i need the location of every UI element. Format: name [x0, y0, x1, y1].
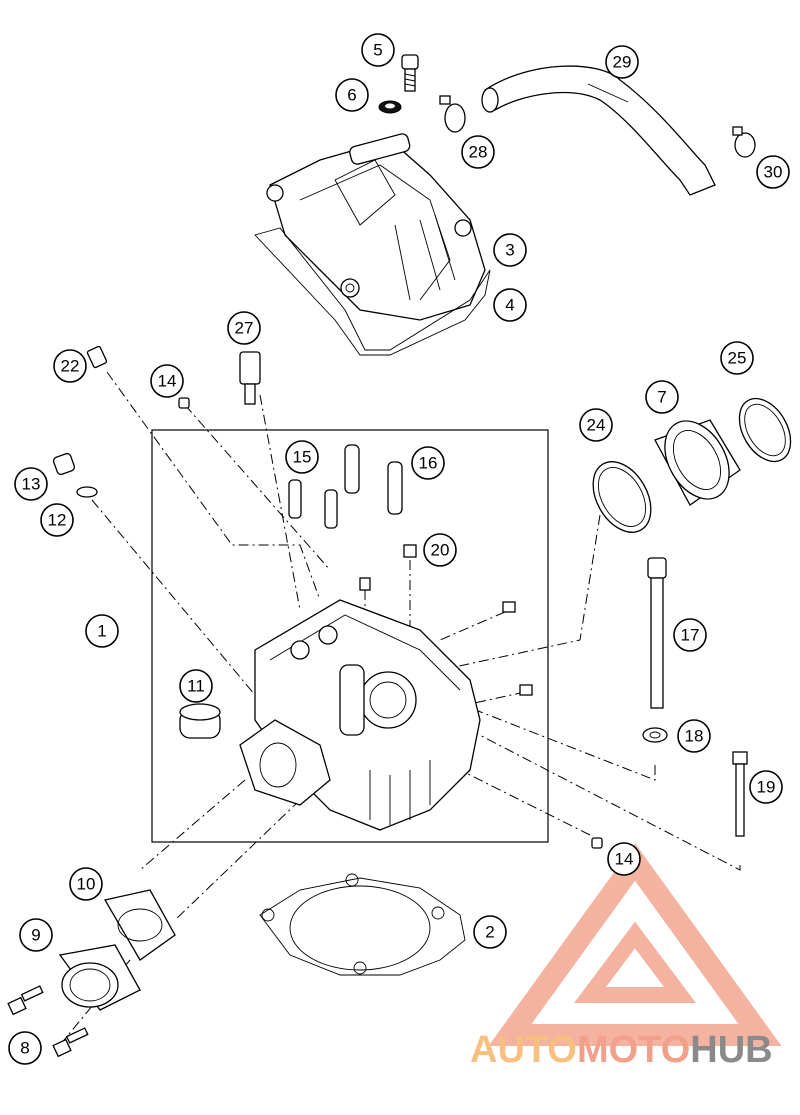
valve-guide-part-15: [288, 479, 338, 529]
svg-text:7: 7: [657, 388, 666, 407]
callout-1: 1: [85, 614, 119, 648]
watermark-auto: AUTO: [470, 1029, 577, 1071]
washer-part-18: [642, 727, 668, 743]
valve-guide-part-16: [344, 444, 403, 515]
callout-14-top: 14: [150, 364, 184, 398]
callout-27: 27: [227, 311, 261, 345]
plug-part-13: [52, 452, 76, 476]
svg-text:14: 14: [615, 850, 634, 869]
gasket-part-10: [103, 889, 176, 961]
callout-13: 13: [14, 467, 48, 501]
callout-29: 29: [605, 45, 639, 79]
callout-28: 28: [461, 135, 495, 169]
callout-20: 20: [423, 533, 457, 567]
svg-text:1: 1: [97, 622, 106, 641]
callout-9: 9: [19, 918, 53, 952]
svg-text:9: 9: [31, 926, 40, 945]
svg-text:5: 5: [373, 41, 382, 60]
callout-12: 12: [40, 503, 74, 537]
svg-text:29: 29: [613, 53, 632, 72]
washer-part-6: [378, 100, 402, 114]
svg-text:3: 3: [505, 241, 514, 260]
callout-7: 7: [645, 380, 679, 414]
svg-text:16: 16: [419, 454, 438, 473]
callout-2: 2: [473, 915, 507, 949]
svg-text:8: 8: [20, 1039, 29, 1058]
callout-4: 4: [493, 288, 527, 322]
plug-part-14-bottom: [591, 837, 603, 849]
clamp-part-30: [732, 126, 756, 158]
callout-3: 3: [493, 233, 527, 267]
callout-16: 16: [411, 446, 445, 480]
svg-text:2: 2: [485, 923, 494, 942]
valve-cover-part-3: [266, 133, 486, 321]
cylinder-head-part-1: [239, 599, 481, 831]
bolt-part-5: [401, 54, 419, 92]
dowel-part-20: [359, 544, 533, 696]
svg-text:22: 22: [61, 357, 80, 376]
washer-part-12: [76, 486, 98, 498]
callout-17: 17: [673, 618, 707, 652]
screw-part-22: [86, 345, 108, 369]
watermark-triangle-icon: [488, 843, 782, 1046]
callout-5: 5: [361, 33, 395, 67]
callout-25: 25: [720, 341, 754, 375]
svg-text:11: 11: [187, 677, 205, 696]
callout-8: 8: [8, 1031, 42, 1065]
svg-text:12: 12: [48, 511, 67, 530]
callout-22: 22: [53, 349, 87, 383]
intake-boot-part-7: [654, 419, 741, 506]
svg-text:6: 6: [347, 86, 356, 105]
svg-text:24: 24: [587, 416, 606, 435]
plug-part-14-top: [178, 397, 190, 409]
svg-text:10: 10: [77, 875, 96, 894]
callout-14-bottom: 14: [607, 842, 641, 876]
callout-15: 15: [285, 440, 319, 474]
watermark-moto: MOTO: [577, 1029, 690, 1071]
svg-text:17: 17: [681, 626, 700, 645]
bolt-part-8: [7, 985, 89, 1058]
callout-6: 6: [335, 78, 369, 112]
clamp-part-25: [738, 397, 792, 463]
svg-text:15: 15: [293, 448, 312, 467]
svg-text:19: 19: [757, 778, 776, 797]
svg-text:18: 18: [685, 727, 704, 746]
watermark-text: AUTOMOTOHUB: [470, 1029, 773, 1071]
watermark-inner-icon: [574, 921, 696, 1003]
head-gasket-part-2: [259, 873, 466, 976]
callout-18: 18: [677, 719, 711, 753]
clamp-part-28: [439, 95, 466, 133]
svg-text:20: 20: [431, 541, 450, 560]
svg-text:28: 28: [469, 143, 488, 162]
hose-part-29: [481, 65, 716, 196]
group-frame: [151, 429, 549, 843]
svg-text:27: 27: [235, 319, 254, 338]
callout-24: 24: [579, 408, 613, 442]
callout-10: 10: [69, 867, 103, 901]
callout-30: 30: [756, 155, 790, 189]
callout-11: 11: [179, 669, 213, 703]
sleeve-part-11: [179, 703, 221, 739]
svg-text:14: 14: [158, 372, 177, 391]
bolt-part-19: [732, 751, 748, 837]
svg-text:25: 25: [728, 349, 747, 368]
svg-text:4: 4: [505, 296, 514, 315]
watermark-hub: HUB: [690, 1029, 772, 1071]
svg-text:AUTOMOTOHUB: AUTOMOTOHUB: [470, 1029, 773, 1071]
stud-part-17: [647, 557, 667, 709]
clamp-part-24: [592, 461, 652, 533]
watermark-logo: [488, 843, 782, 1046]
svg-text:30: 30: [764, 163, 783, 182]
sensor-part-27: [239, 351, 261, 405]
svg-text:13: 13: [22, 475, 41, 494]
exhaust-flange-part-9: [58, 944, 141, 1011]
gasket-part-4: [254, 227, 491, 356]
callout-19: 19: [749, 770, 783, 804]
